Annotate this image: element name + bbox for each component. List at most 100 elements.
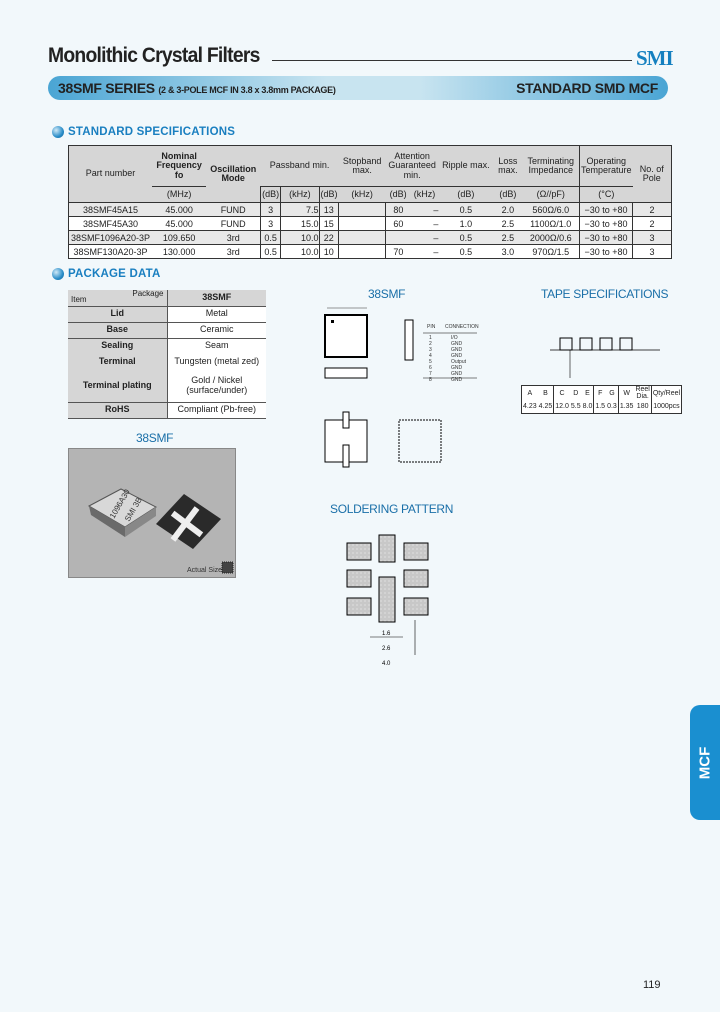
brand-logo: SMI (636, 46, 674, 70)
spec-cell: 1100Ω/1.0 (522, 216, 580, 231)
package-value: Metal (167, 306, 266, 323)
spec-cell: 2 (632, 216, 672, 231)
spec-cell: 970Ω/1.5 (522, 244, 580, 259)
spec-cell: 109.650 (152, 230, 207, 245)
tape-pocket (619, 337, 633, 351)
pin-table-text: GND (451, 353, 463, 359)
spec-cell: 2.5 (493, 216, 523, 231)
spec-cell: 2 (632, 202, 672, 217)
unit: (dB) (260, 186, 281, 203)
spec-cell: 15 (318, 216, 339, 231)
unit: (kHz) (280, 186, 320, 203)
soldering-title: SOLDERING PATTERN (330, 502, 454, 516)
spec-cell: 60 (385, 216, 411, 231)
unit: (dB) (493, 186, 523, 203)
tape-pocket (559, 337, 573, 351)
tape-value: 12.0 (553, 400, 570, 413)
category-label: STANDARD SMD MCF (516, 80, 658, 96)
package-column-header: 38SMF (167, 290, 266, 307)
pin-table-text: GND (451, 365, 463, 371)
spec-cell: 560Ω/6.0 (522, 202, 580, 217)
spec-cell: – (410, 216, 439, 231)
pin-table-text: GND (451, 377, 463, 383)
spec-cell: 70 (385, 244, 411, 259)
corner-cell: Item Package (68, 289, 168, 307)
pin-table-text: 6 (429, 365, 432, 371)
product-photo: 1096A30 SMI 3B Actual Size (68, 448, 236, 578)
header-frequency: Nominal Frequency fo (152, 145, 207, 187)
dimension-label: 2.6 (382, 646, 391, 652)
tape-header: Qty/Reel (650, 385, 682, 400)
spec-cell: FUND (206, 202, 261, 217)
package-value: Compliant (Pb-free) (167, 402, 266, 419)
pin-table-text: 2 (429, 341, 432, 347)
pin-table-text: Output (451, 359, 467, 365)
corner-item: Item (71, 294, 87, 304)
package-value: Ceramic (167, 322, 266, 339)
package-value: Seam (167, 338, 266, 354)
tape-title: TAPE SPECIFICATIONS (541, 287, 669, 301)
tape-value: 0.3 (607, 402, 617, 410)
header-temperature: Operating Temperature (579, 145, 633, 187)
spec-cell: 10.0 (280, 244, 320, 259)
page-number: 119 (643, 979, 661, 991)
unit: (dB) (438, 186, 494, 203)
spec-cell: 22 (318, 230, 339, 245)
pin-table-text: 3 (429, 347, 432, 353)
spec-cell: 0.5 (260, 230, 281, 245)
header-part-number: Part number (68, 145, 153, 203)
header-stopband: Stopband max. (338, 145, 386, 187)
spec-cell: 0.5 (260, 244, 281, 259)
spec-cell (338, 216, 386, 231)
unit: (°C) (579, 186, 633, 203)
spec-cell: 38SMF1096A20-3P (68, 230, 153, 245)
product-photo-image: 1096A30 SMI 3B Actual Size (87, 487, 234, 574)
corner-package: Package (132, 289, 164, 298)
spec-cell: 3rd (206, 230, 261, 245)
spec-cell: 38SMF130A20-3P (68, 244, 153, 259)
spec-cell: 3rd (206, 244, 261, 259)
spec-cell: 0.5 (438, 202, 494, 217)
tape-header: B (543, 389, 548, 397)
spec-cell: 2000Ω/0.6 (522, 230, 580, 245)
section-heading-package: PACKAGE DATA (52, 268, 160, 280)
tape-header: D (573, 389, 579, 397)
side-tab-mcf: MCF (690, 705, 720, 820)
tape-header: W (617, 385, 635, 400)
spec-cell: 3 (260, 202, 281, 217)
unit: (kHz) (410, 186, 439, 203)
unit: (kHz) (338, 186, 386, 203)
spec-cell: 3 (632, 230, 672, 245)
tape-header: Reel Dia. (635, 386, 650, 400)
spec-cell: 0.5 (438, 244, 494, 259)
spec-cell: 38SMF45A15 (68, 202, 153, 217)
spec-cell: 1.0 (438, 216, 494, 231)
spec-cell: 38SMF45A30 (68, 216, 153, 231)
header-mode: Oscillation Mode (206, 145, 261, 203)
spec-cell (338, 230, 386, 245)
spec-cell: FUND (206, 216, 261, 231)
pin-table-text: GND (451, 347, 463, 353)
pin-table-text: I/O (451, 335, 458, 341)
pin-table-text: 7 (429, 371, 432, 377)
tape-header: F (593, 385, 607, 400)
header-poles: No. of Pole (632, 145, 672, 203)
pin-table-text: 8 (429, 377, 432, 383)
spec-cell: −30 to +80 (579, 244, 633, 259)
spec-cell: – (410, 230, 439, 245)
dimension-label: 4.0 (382, 661, 391, 667)
tape-value: 1.35 (617, 400, 635, 413)
